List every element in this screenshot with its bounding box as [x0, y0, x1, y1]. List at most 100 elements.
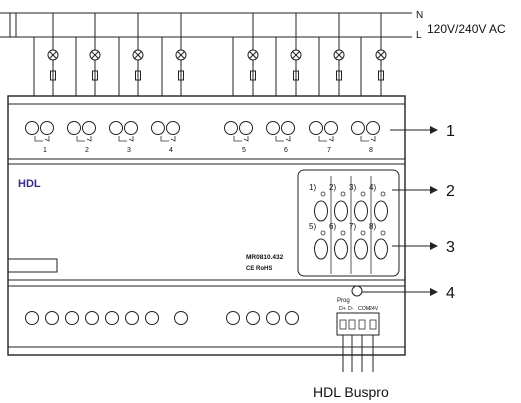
certification-marks: CE RoHS [246, 266, 272, 272]
channel-key[interactable]: 4) [369, 183, 388, 222]
key-button[interactable] [314, 238, 328, 260]
key-button[interactable] [314, 200, 328, 222]
input-indicator-hole [246, 311, 260, 325]
key-label: 4) [369, 183, 376, 192]
led-indicator [340, 230, 346, 236]
screw-terminal [266, 121, 280, 135]
led-indicator [380, 191, 386, 197]
key-label: 7) [349, 222, 356, 231]
screw-terminal [151, 121, 165, 135]
callout-4: 4 [446, 285, 455, 302]
channel-key[interactable]: 1) [309, 183, 328, 222]
load-branch [89, 13, 101, 96]
voltage-label: 120V/240V AC [427, 22, 506, 36]
output-indicator-hole [85, 311, 99, 325]
brand-logo: HDL [18, 178, 41, 190]
relay-channel: 5 [224, 121, 253, 154]
channel-key[interactable]: 7) [349, 222, 368, 260]
bus-terminal-label: COM [358, 306, 370, 312]
load-branch [333, 13, 345, 96]
bus-pin [358, 319, 366, 330]
key-label: 5) [309, 222, 316, 231]
led-indicator [360, 191, 366, 197]
screw-terminal [366, 121, 380, 135]
bus-connector [336, 312, 380, 372]
channel-number: 4 [169, 147, 173, 154]
led-indicator [320, 230, 326, 236]
load-branch [290, 13, 302, 96]
output-indicator-hole [125, 311, 139, 325]
callout-1: 1 [446, 123, 455, 140]
neutral-label: N [416, 10, 423, 21]
screw-terminal [166, 121, 180, 135]
screw-terminal [82, 121, 96, 135]
load-branch [175, 13, 187, 96]
key-button[interactable] [334, 200, 348, 222]
label-slot [7, 258, 58, 273]
bus-terminal-label: 24V [369, 306, 379, 312]
load-branch [132, 13, 144, 96]
channel-key[interactable]: 6) [329, 222, 348, 260]
led-indicator [320, 191, 326, 197]
output-indicator-hole [45, 311, 59, 325]
channel-number: 3 [127, 147, 131, 154]
relay-channel: 8 [351, 121, 380, 154]
bus-terminal-label: D+ [339, 306, 346, 312]
screw-terminal [67, 121, 81, 135]
led-indicator [340, 191, 346, 197]
output-indicator-hole [105, 311, 119, 325]
channel-key[interactable]: 3) [349, 183, 368, 222]
key-button[interactable] [354, 200, 368, 222]
prog-label: Prog [337, 298, 350, 304]
model-number: MR0810.432 [246, 254, 284, 261]
relay-channel: 6 [266, 121, 295, 154]
bus-pin [339, 319, 347, 330]
channel-key[interactable]: 8) [369, 222, 388, 260]
relay-channel: 7 [309, 121, 338, 154]
callouts: 1 2 3 4 [362, 123, 455, 302]
bus-pin [369, 319, 377, 330]
channel-number: 6 [284, 147, 288, 154]
bus-caption: HDL Buspro [313, 384, 389, 400]
line-label: L [416, 30, 422, 41]
prog-button[interactable] [351, 285, 363, 297]
load-branch [375, 13, 387, 96]
load-branch [247, 13, 259, 96]
output-indicator-hole [25, 311, 39, 325]
screw-terminal [324, 121, 338, 135]
supply-lines: N L 120V/240V AC [0, 10, 506, 41]
relay-channel: 3 [109, 121, 138, 154]
channel-key[interactable]: 2) [329, 183, 348, 222]
key-button[interactable] [374, 238, 388, 260]
front-panel: HDL MR0810.432 CE RoHS 1) 2) 3)4) 5) 6)7) 8) [7, 169, 400, 277]
channel-number: 2 [85, 147, 89, 154]
led-indicator [380, 230, 386, 236]
screw-terminal [239, 121, 253, 135]
load-branch [47, 13, 59, 96]
screw-terminal [25, 121, 39, 135]
key-button[interactable] [374, 200, 388, 222]
input-indicator-hole [266, 311, 280, 325]
bus-terminal-label: D- [348, 306, 354, 312]
key-panel [297, 169, 400, 277]
screw-terminal [124, 121, 138, 135]
relay-channel: 4 [151, 121, 180, 154]
key-label: 2) [329, 183, 336, 192]
screw-terminal [351, 121, 365, 135]
output-indicator-hole [145, 311, 159, 325]
channel-number: 5 [242, 147, 246, 154]
key-button[interactable] [334, 238, 348, 260]
key-button[interactable] [354, 238, 368, 260]
callout-2: 2 [446, 183, 455, 200]
channel-number: 8 [369, 147, 373, 154]
channel-key[interactable]: 5) [309, 222, 328, 260]
key-label: 8) [369, 222, 376, 231]
key-label: 1) [309, 183, 316, 192]
relay-channel: 2 [67, 121, 96, 154]
screw-terminal [309, 121, 323, 135]
callout-3: 3 [446, 239, 455, 256]
load-branches [9, 13, 387, 96]
